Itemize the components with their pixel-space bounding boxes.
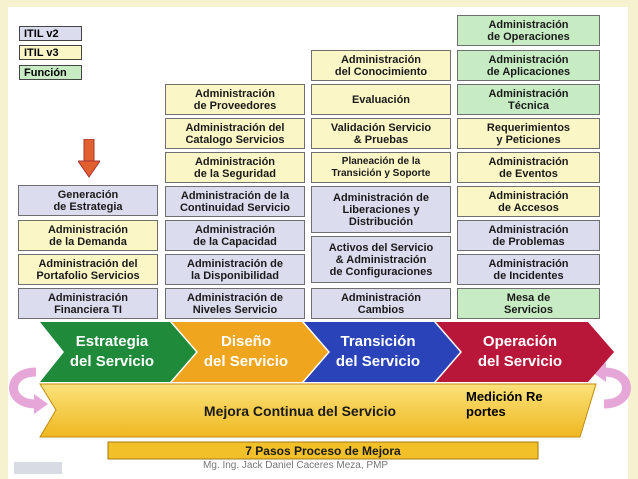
transition-validacion-box: Validación Servicio & Pruebas	[311, 118, 451, 149]
top-border	[0, 0, 638, 7]
stage-estrategia-line1: Estrategia	[76, 333, 149, 350]
stage-operacion-line2: del Servicio	[478, 353, 562, 370]
design-niveles-box: Administración de Niveles Servicio	[165, 288, 305, 319]
operation-accesos-box: Administración de Accesos	[457, 186, 600, 217]
strategy-financiera-box: Administración Financiera TI	[18, 288, 158, 319]
left-border	[0, 0, 8, 479]
transition-planeacion-box: Planeación de la Transición y Soporte	[311, 152, 451, 183]
transition-conocimiento-box: Administración del Conocimiento	[311, 50, 451, 81]
stage-operacion-line1: Operación	[483, 333, 557, 350]
mejora-band	[39, 383, 597, 438]
left-loop-arrow-icon	[9, 367, 37, 409]
right-loop-arrowhead-icon	[592, 362, 606, 382]
pasos-label: 7 Pasos Proceso de Mejora	[245, 444, 401, 458]
transition-activos-box: Activos del Servicio & Administración de…	[311, 236, 451, 283]
left-loop-arrowhead-icon	[34, 394, 48, 414]
legend-itil-v3: ITIL v3	[19, 45, 82, 60]
operation-requerimientos-box: Requerimientos y Peticiones	[457, 118, 600, 149]
operation-aplicaciones-box: Administración de Aplicaciones	[457, 50, 600, 81]
transition-evaluacion-box: Evaluación	[311, 84, 451, 115]
right-border	[628, 0, 638, 479]
stage-diseno-line1: Diseño	[221, 333, 271, 350]
right-loop-arrow-icon	[603, 367, 631, 409]
design-continuidad-box: Administración de la Continuidad Servici…	[165, 186, 305, 217]
operation-mesa-box: Mesa de Servicios	[457, 288, 600, 319]
operation-tecnica-box: Administración Técnica	[457, 84, 600, 115]
stage-estrategia-line2: del Servicio	[70, 353, 154, 370]
strategy-generacion-box: Generación de Estrategia	[18, 185, 158, 216]
stage-estrategia-chevron	[40, 322, 196, 382]
legend-itil-v2: ITIL v2	[19, 26, 82, 41]
strategy-portafolio-box: Administración del Portafolio Servicios	[18, 254, 158, 285]
pasos-bar	[107, 441, 539, 460]
medicion-reportes-note: Medición Reportes	[466, 389, 543, 419]
stage-transicion-line1: Transición	[340, 333, 415, 350]
stage-diseno-line2: del Servicio	[204, 353, 288, 370]
transition-liberaciones-box: Administración de Liberaciones y Distrib…	[311, 186, 451, 233]
design-disponibilidad-box: Administración de la Disponibilidad	[165, 254, 305, 285]
left-logo	[14, 462, 62, 474]
down-arrow-icon	[78, 139, 100, 178]
design-catalogo-box: Administración del Catalogo Servicios	[165, 118, 305, 149]
operation-operaciones-box: Administración de Operaciones	[457, 15, 600, 46]
legend-funcion: Función	[19, 65, 82, 80]
stage-transicion-line2: del Servicio	[336, 353, 420, 370]
operation-problemas-box: Administración de Problemas	[457, 220, 600, 251]
operation-incidentes-box: Administración de Incidentes	[457, 254, 600, 285]
right-logo	[574, 464, 626, 474]
strategy-demanda-box: Administración de la Demanda	[18, 220, 158, 251]
footer-author: Mg. Ing. Jack Daniel Caceres Meza, PMP	[203, 460, 389, 471]
mejora-label: Mejora Continua del Servicio	[204, 403, 396, 419]
design-proveedores-box: Administración de Proveedores	[165, 84, 305, 115]
stage-transicion-chevron	[304, 322, 460, 382]
transition-cambios-box: Administración Cambios	[311, 288, 451, 319]
design-seguridad-box: Administración de la Seguridad	[165, 152, 305, 183]
operation-eventos-box: Administración de Eventos	[457, 152, 600, 183]
stage-diseno-chevron	[172, 322, 328, 382]
design-capacidad-box: Administración de la Capacidad	[165, 220, 305, 251]
stage-operacion-chevron	[436, 322, 614, 382]
